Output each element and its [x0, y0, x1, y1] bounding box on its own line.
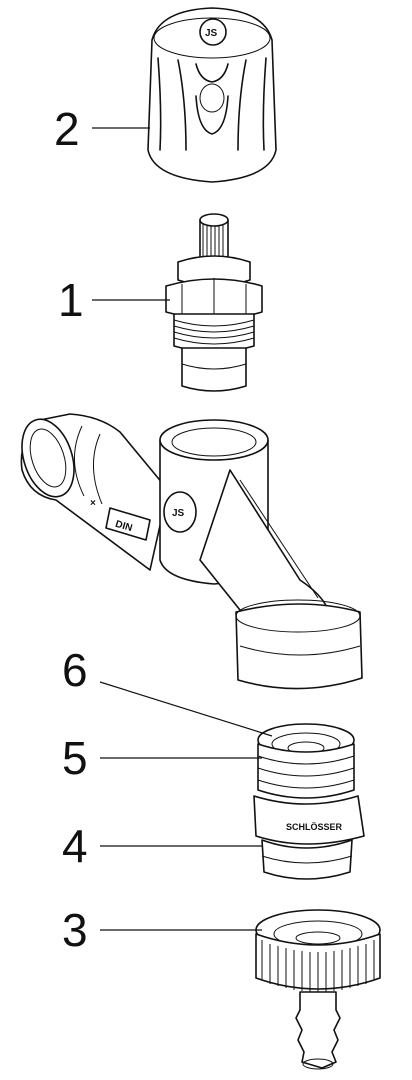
body-logo-text: JS — [172, 508, 185, 519]
brand-band-marking: SCHLÖSSER — [286, 822, 343, 832]
callout-1: 1 — [58, 274, 84, 326]
cap-logo-icon — [199, 18, 227, 46]
body-logo-icon — [163, 491, 197, 533]
part-5-6-outlet-insert — [257, 723, 355, 799]
leader-line-6 — [99, 681, 273, 737]
faucet-body: DIN × — [20, 413, 363, 690]
cross-marking: × — [90, 498, 96, 509]
part-1-valve-cartridge — [165, 213, 263, 392]
callout-5: 5 — [62, 732, 88, 784]
callout-6: 6 — [62, 644, 88, 696]
part-4-hose-coupling: SCHLÖSSER — [253, 795, 365, 880]
din-marking: DIN — [114, 519, 134, 534]
callout-3: 3 — [62, 904, 88, 956]
callout-2: 2 — [54, 103, 80, 155]
part-2-handwheel-cap — [147, 7, 277, 183]
callout-4: 4 — [62, 820, 88, 872]
cap-logo-text: JS — [205, 28, 218, 39]
part-3-hose-connector — [255, 909, 381, 1070]
